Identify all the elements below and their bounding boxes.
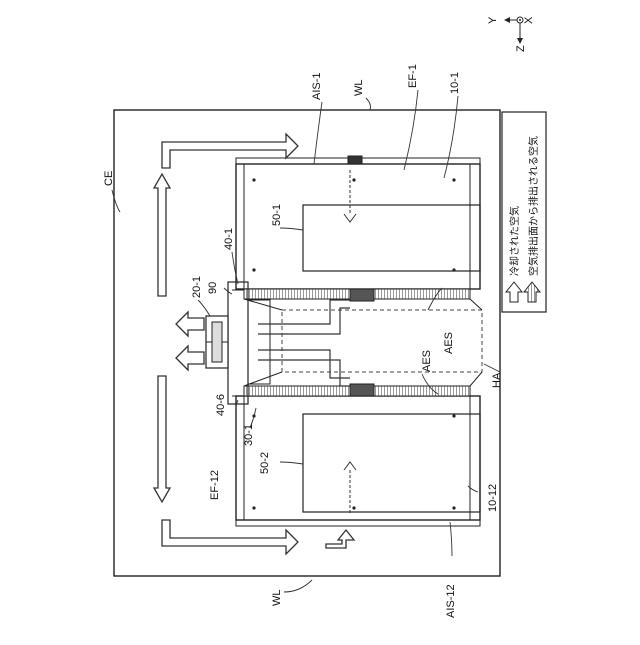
label-30-1: 30-1	[243, 424, 255, 446]
module-50-2	[303, 414, 480, 512]
rack-row-10-1	[236, 156, 480, 301]
label-ce: CE	[103, 171, 115, 186]
label-ef-12: EF-12	[209, 470, 221, 500]
label-40-6: 40-6	[215, 394, 227, 416]
label-50-2: 50-2	[259, 452, 271, 474]
label-aes-left: AES	[421, 350, 433, 372]
legend-exhaust-air: 空気排出面から排出される空気	[527, 136, 540, 276]
label-wl-bottom: WL	[271, 590, 283, 607]
legend-cooled-air: 冷却された空気	[508, 206, 521, 276]
module-50-1	[303, 205, 480, 271]
label-90: 90	[207, 282, 219, 294]
label-ef-1: EF-1	[407, 64, 419, 88]
label-ais-1: AIS-1	[311, 72, 323, 100]
axis-z-label: Z	[515, 45, 527, 52]
label-aes-right: AES	[443, 332, 455, 354]
duct-arrows	[258, 300, 350, 386]
label-10-12: 10-12	[487, 484, 499, 512]
label-ais-12: AIS-12	[445, 584, 457, 618]
label-40-1: 40-1	[223, 228, 235, 250]
rack-row-10-12	[236, 384, 480, 526]
label-10-1: 10-1	[449, 72, 461, 94]
axis-x-label: X	[523, 16, 535, 24]
label-wl-top: WL	[353, 80, 365, 97]
axis-indicator	[504, 17, 523, 44]
axis-y-label: Y	[487, 16, 499, 24]
label-20-1: 20-1	[191, 276, 203, 298]
airflow-arrows	[154, 134, 354, 554]
label-ha: HA	[491, 372, 503, 388]
label-50-1: 50-1	[271, 204, 283, 226]
